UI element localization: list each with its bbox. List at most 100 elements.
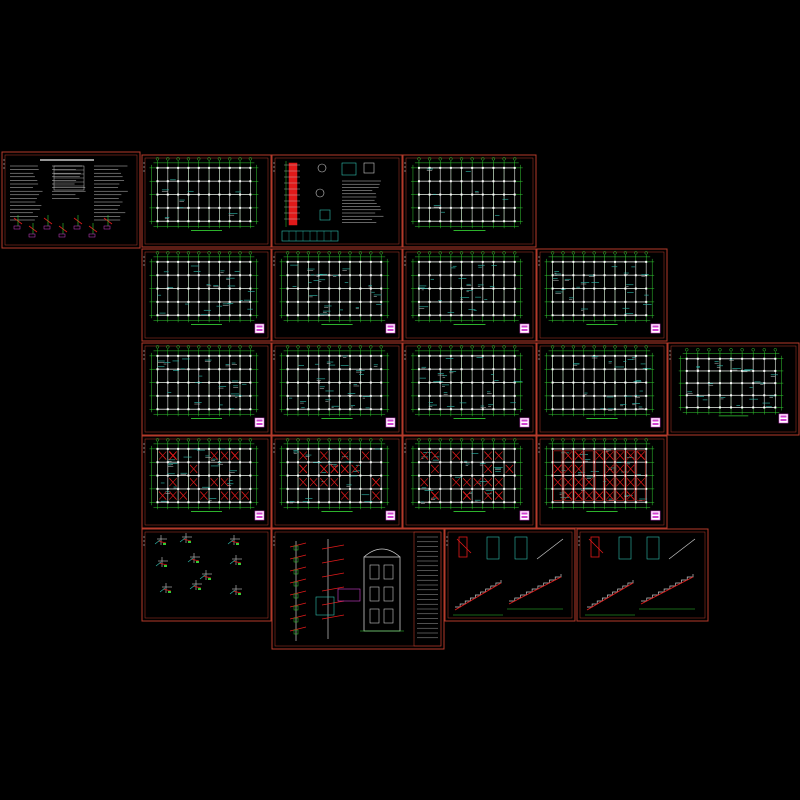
axis-bubble [217, 438, 222, 442]
column-mark [228, 394, 231, 397]
column-mark [460, 206, 463, 209]
column-mark [218, 381, 221, 384]
column-mark [624, 381, 627, 384]
axis-bubble [207, 157, 211, 161]
column-mark [449, 381, 452, 384]
axis-bubble [502, 345, 506, 349]
column-mark [208, 300, 211, 303]
column-mark [228, 354, 231, 357]
column-mark [439, 206, 442, 209]
column-mark [208, 408, 211, 411]
column-mark [503, 180, 506, 183]
column-mark [417, 368, 420, 371]
axis-bubble [197, 251, 201, 255]
column-mark [297, 447, 299, 450]
axis-bubble [644, 438, 648, 442]
column-mark [513, 300, 516, 303]
column-mark [338, 354, 341, 357]
column-mark [492, 408, 495, 411]
column-mark [593, 274, 596, 277]
column-mark [503, 487, 506, 490]
column-mark [297, 501, 299, 504]
node-mark [208, 578, 211, 580]
column-mark [460, 260, 463, 263]
reinforcement-line [220, 491, 229, 500]
column-mark [593, 461, 596, 464]
column-mark [380, 368, 383, 371]
column-mark [593, 314, 596, 317]
column-mark [551, 501, 554, 504]
column-mark [249, 166, 252, 169]
column-mark [380, 461, 383, 464]
column-mark [492, 180, 495, 183]
node-mark [168, 591, 171, 593]
column-mark [156, 381, 159, 384]
pile-node [293, 593, 299, 599]
axis-bubble [513, 438, 517, 442]
column-mark [286, 300, 289, 303]
column-mark [208, 487, 211, 490]
wall-rebar [321, 600, 345, 606]
reinforcement-line [189, 478, 198, 487]
axis-bubble [718, 348, 722, 352]
column-mark [492, 461, 495, 464]
facade-outline [363, 556, 401, 632]
column-mark [492, 474, 495, 477]
column-mark [328, 381, 331, 384]
node-note [155, 561, 162, 567]
facade-window [383, 608, 394, 624]
column-mark [359, 274, 362, 277]
column-mark [197, 220, 200, 223]
column-mark [582, 408, 585, 411]
column-mark [228, 487, 231, 490]
column-mark [718, 394, 721, 397]
column-mark [197, 274, 200, 277]
column-mark [338, 408, 341, 411]
column-mark [417, 394, 420, 397]
axis-bubble [327, 345, 331, 349]
title-stamp-mark [521, 512, 528, 515]
column-mark [177, 287, 180, 290]
column-mark [349, 368, 351, 371]
column-mark [218, 206, 221, 209]
column-mark [218, 260, 221, 263]
column-mark [634, 474, 637, 477]
axis-bubble [228, 157, 232, 161]
axis-bubble [773, 348, 777, 352]
axis-bubble [459, 345, 464, 349]
column-mark [286, 394, 289, 397]
title-stamp [650, 510, 661, 521]
sheet-inner-border [144, 438, 269, 526]
column-mark [481, 287, 484, 290]
axis-bubble [348, 438, 352, 442]
column-mark [297, 274, 299, 277]
pile-node [293, 617, 299, 623]
node-mark [238, 593, 241, 595]
reinforcement-line [564, 478, 573, 487]
axis-bubble [644, 251, 648, 255]
slab-rebar-zone [626, 450, 636, 501]
axis-bubble [592, 251, 596, 255]
sheet-frame [271, 154, 403, 248]
column-mark [439, 354, 442, 357]
column-mark [471, 287, 474, 290]
facade-window [369, 586, 380, 602]
axis-bubble [176, 345, 180, 349]
column-mark [460, 300, 463, 303]
reinforcement-line [361, 451, 370, 460]
column-mark [197, 206, 200, 209]
column-mark [208, 447, 211, 450]
reinforcement-line [494, 478, 503, 487]
column-mark [439, 314, 442, 317]
axis-bubble [561, 251, 565, 255]
stair-sketch [536, 538, 564, 560]
column-mark [417, 381, 420, 384]
column-mark [187, 166, 190, 169]
column-mark [763, 406, 766, 409]
column-mark [481, 381, 484, 384]
column-mark [177, 193, 180, 196]
column-mark [439, 408, 442, 411]
axis-bubble [337, 251, 342, 255]
drawing-sheet-13 [667, 342, 800, 436]
